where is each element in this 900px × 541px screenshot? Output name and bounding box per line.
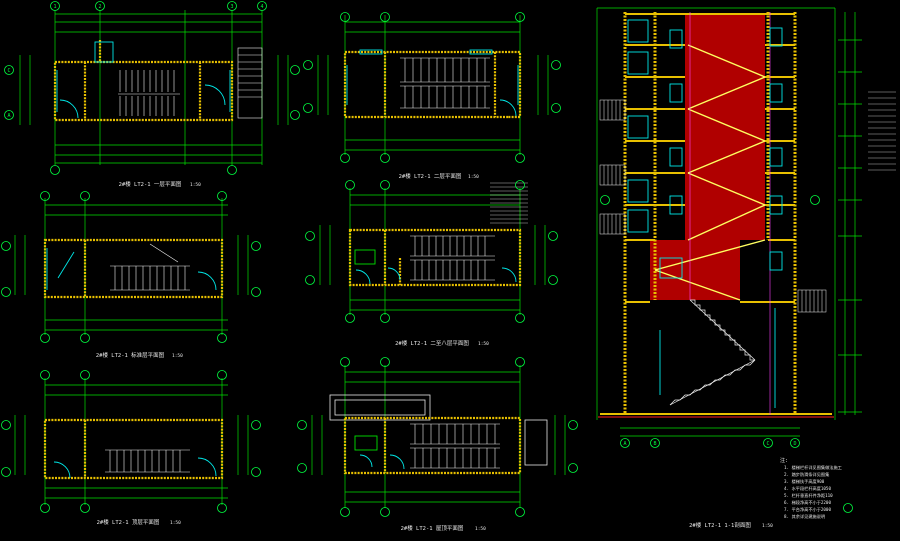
plan-typical-floor: 2#楼 LT2-1 标准层平面图 1:50: [1, 191, 261, 359]
plan-title: 2#楼 LT2-1 顶层平面图: [97, 518, 160, 526]
grid-bubble-label: A: [7, 113, 10, 119]
section-stair-well-fill: [650, 14, 765, 300]
plan-scale: 1:50: [478, 341, 489, 347]
plan-title: 2#楼 LT2-1 标准层平面图: [96, 351, 165, 359]
plan-second-to-eighth-floor: 2#楼 LT2-1 二至八层平面图 1:50: [305, 180, 558, 347]
plan-scale: 1:50: [172, 353, 183, 359]
note-line: 8. 其余详见建施说明: [784, 513, 825, 520]
grid-bubble-label: D: [793, 441, 796, 447]
section-scale: 1:50: [762, 523, 773, 529]
plan-title: 2#楼 LT2-1 二至八层平面图: [395, 339, 469, 347]
plan-scale: 1:50: [170, 520, 181, 526]
plan-roof: 2#楼 LT2-1 屋顶平面图 1:50: [297, 357, 578, 532]
note-line: 1. 楼梯栏杆详见图集做法施工: [784, 464, 842, 471]
general-notes: 注: 1. 楼梯栏杆详见图集做法施工 2. 踏步防滑条详见图集 3. 楼梯扶手高…: [780, 457, 842, 520]
note-line: 5. 栏杆垂直杆件净距110: [784, 492, 833, 499]
plan-title: 2#楼 LT2-1 二层平面图: [399, 172, 462, 180]
note-line: 4. 水平段栏杆高度1050: [784, 485, 831, 492]
plan-title: 2#楼 LT2-1 屋顶平面图: [401, 524, 464, 532]
grid-bubble-label: B: [653, 441, 656, 447]
plan-ground-floor: 1 2 3 4 C A 2#楼 LT2-1 一层平面图 1:50: [4, 1, 300, 188]
grid-bubble-label: 3: [230, 4, 233, 10]
section-title: 2#楼 LT2-1 1-1剖面图: [689, 521, 751, 529]
note-line: 6. 梯段净高不小于2200: [784, 499, 831, 506]
grid-bubble-label: 2: [98, 4, 101, 10]
grid-bubble-label: C: [7, 68, 10, 74]
plan-top-floor: 2#楼 LT2-1 顶层平面图 1:50: [1, 370, 261, 526]
plan-second-floor: 2#楼 LT2-1 二层平面图 1:50: [303, 12, 561, 180]
plan-title: 2#楼 LT2-1 一层平面图: [119, 180, 182, 188]
plan-scale: 1:50: [475, 526, 486, 532]
note-line: 7. 平台净高不小于2000: [784, 506, 831, 513]
grid-bubble-label: 4: [260, 4, 263, 10]
grid-bubble-label: A: [623, 441, 626, 447]
note-line: 3. 楼梯扶手高度900: [784, 478, 825, 485]
plan-scale: 1:50: [190, 182, 201, 188]
plan-scale: 1:50: [468, 174, 479, 180]
notes-heading: 注:: [780, 457, 788, 464]
grid-bubble-label: 1: [53, 4, 56, 10]
grid-bubble-label: C: [766, 441, 769, 447]
note-line: 2. 踏步防滑条详见图集: [784, 471, 830, 478]
stair-section-1-1: A B C D 2#楼 LT2-1 1-1剖面图 1:50: [596, 7, 896, 529]
